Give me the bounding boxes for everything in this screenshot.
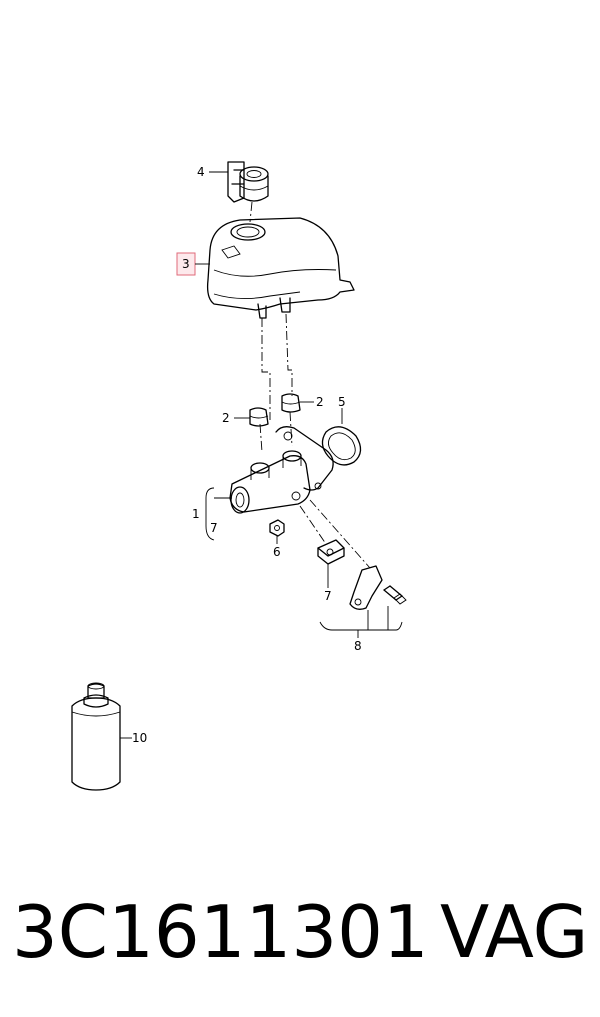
brace-1 <box>205 487 215 541</box>
reservoir-cap <box>227 161 269 203</box>
callout-6: 6 <box>273 545 281 559</box>
gasket-ring <box>321 426 362 466</box>
callout-10: 10 <box>132 731 147 745</box>
sensor-axis-line <box>299 505 327 545</box>
pressure-sensor <box>317 539 345 565</box>
seal-right <box>281 393 301 413</box>
callout-7a: 7 <box>210 521 218 535</box>
brand-name: VAG <box>440 890 589 974</box>
brace-8 <box>319 621 403 631</box>
callout-4: 4 <box>197 165 205 179</box>
part-number: 3C1611301 <box>12 890 429 974</box>
callout-8: 8 <box>354 639 362 653</box>
callout-7b: 7 <box>324 589 332 603</box>
callout-2b: 2 <box>316 395 324 409</box>
seal-left <box>249 407 269 427</box>
brake-light-switch <box>349 565 407 610</box>
seal-to-cylinder-line-right <box>289 411 293 447</box>
brake-fluid-reservoir <box>206 217 355 319</box>
seal-to-cylinder-line-left <box>259 423 263 453</box>
callout-1: 1 <box>192 507 200 521</box>
brake-fluid-bottle <box>71 682 121 791</box>
switch-axis-line <box>309 499 371 569</box>
hex-nut <box>269 519 285 537</box>
callout-5: 5 <box>338 395 346 409</box>
cap-axis-line <box>249 201 253 223</box>
seal-axis-line-left <box>261 318 271 420</box>
brake-master-cylinder <box>229 426 334 514</box>
callout-3: 3 <box>182 257 190 271</box>
exploded-parts-diagram: 4 3 2 2 5 <box>71 161 407 791</box>
seal-axis-line-right <box>285 313 293 396</box>
callout-2a: 2 <box>222 411 230 425</box>
